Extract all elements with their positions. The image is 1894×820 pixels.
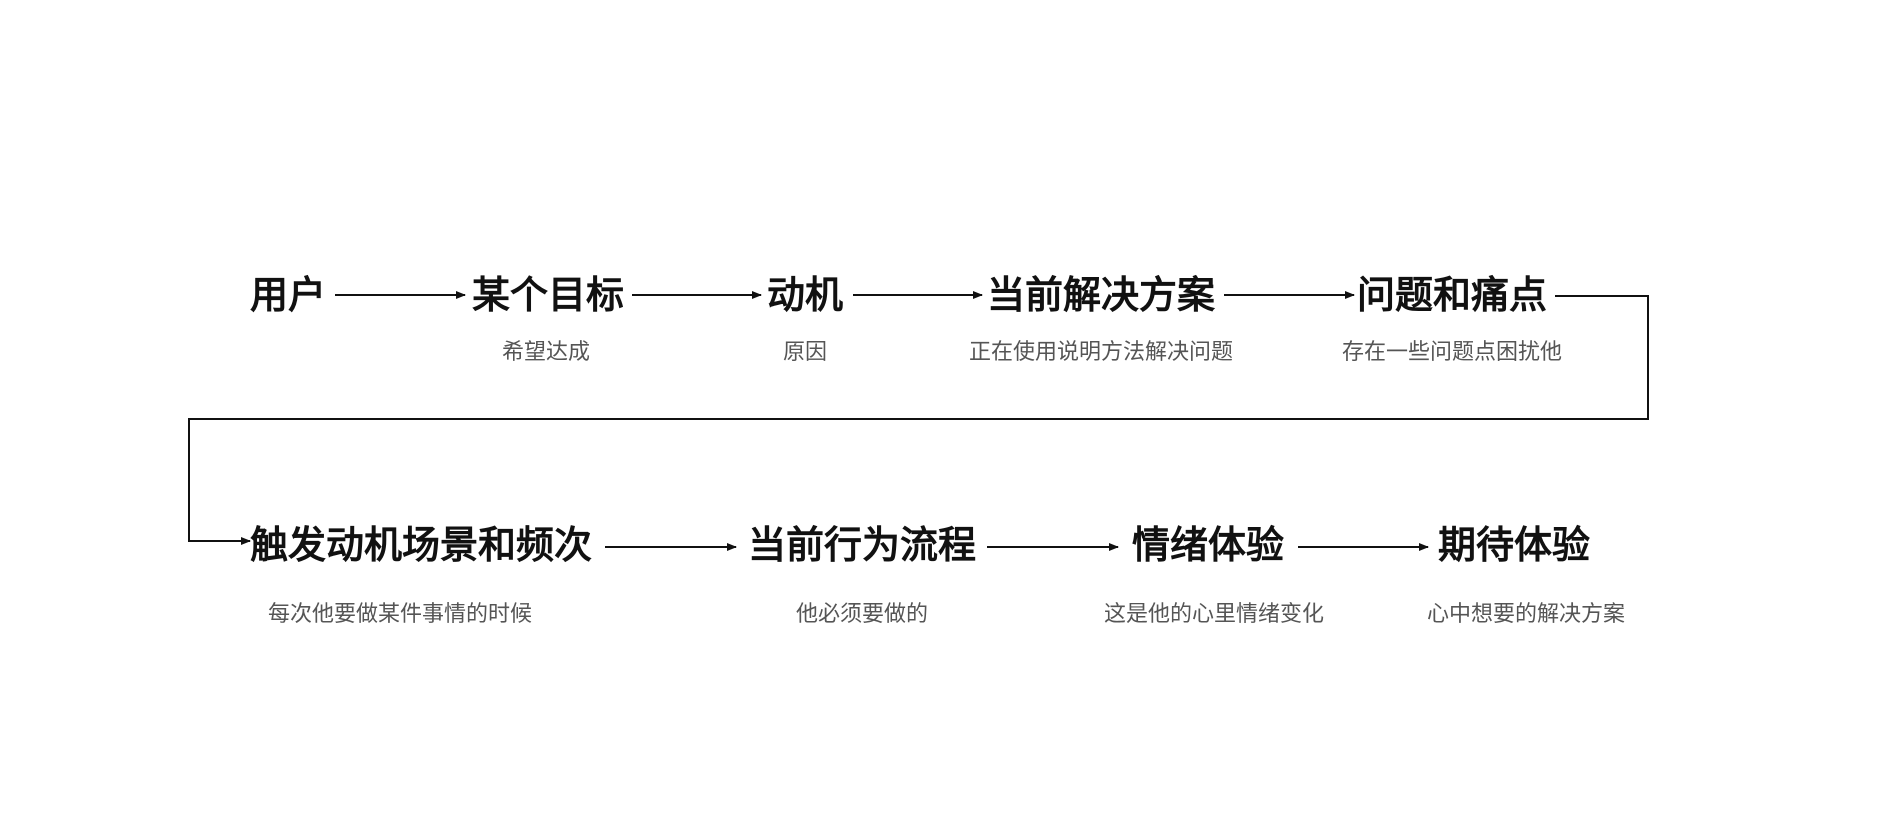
node-painpoints-title: 问题和痛点 <box>1356 273 1548 317</box>
node-trigger-title: 触发动机场景和频次 <box>249 523 593 567</box>
node-expectation-subtitle: 心中想要的解决方案 <box>1426 602 1626 627</box>
node-motivation-subtitle: 原因 <box>782 340 828 365</box>
node-user-title: 用户 <box>249 273 327 317</box>
node-emotion-subtitle: 这是他的心里情绪变化 <box>1103 602 1325 627</box>
node-flow-title: 当前行为流程 <box>747 523 977 567</box>
arrow-painpoints-to-trigger <box>188 295 1649 545</box>
node-solution-subtitle: 正在使用说明方法解决问题 <box>968 340 1234 365</box>
node-solution-title: 当前解决方案 <box>986 273 1216 317</box>
node-flow-subtitle: 他必须要做的 <box>795 602 929 627</box>
node-trigger-subtitle: 每次他要做某件事情的时候 <box>267 602 533 627</box>
node-goal-subtitle: 希望达成 <box>501 340 591 365</box>
node-motivation-title: 动机 <box>766 273 844 317</box>
node-emotion-title: 情绪体验 <box>1131 523 1285 567</box>
node-goal-title: 某个目标 <box>471 273 625 317</box>
node-expectation-title: 期待体验 <box>1437 523 1591 567</box>
node-painpoints-subtitle: 存在一些问题点困扰他 <box>1341 340 1563 365</box>
